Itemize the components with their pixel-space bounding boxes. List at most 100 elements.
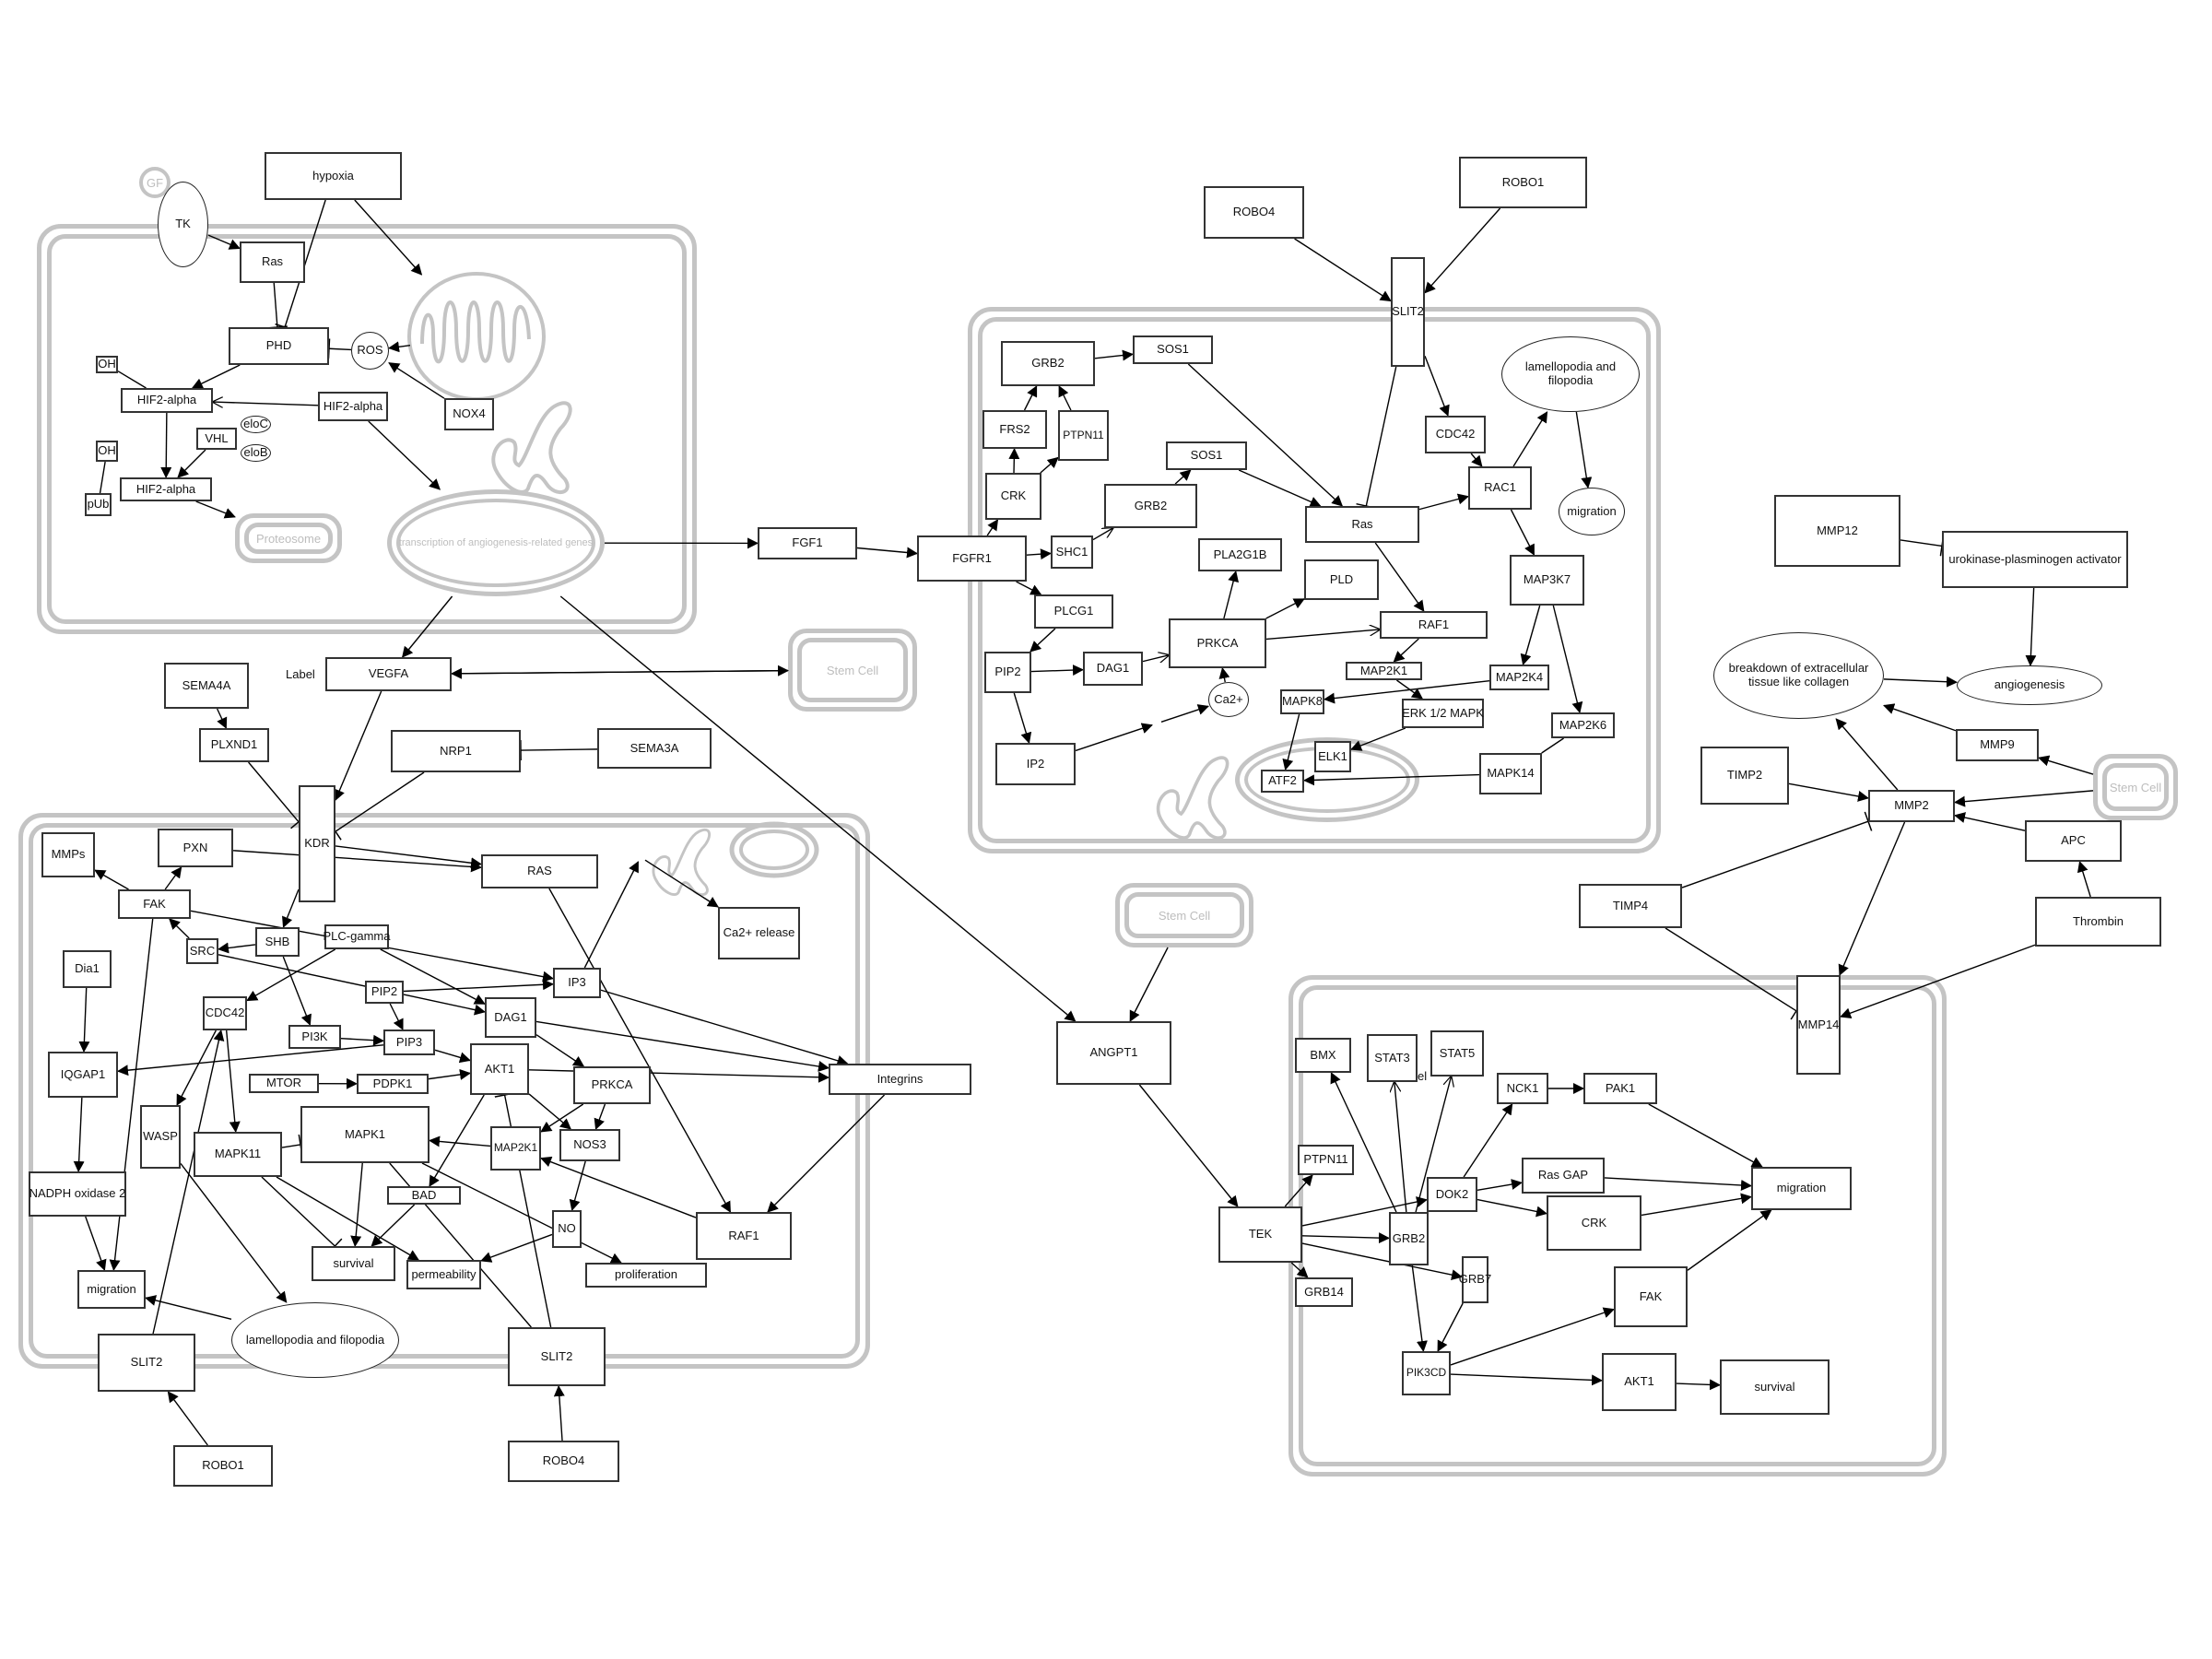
node-dok2[interactable]: DOK2 (1427, 1177, 1477, 1212)
node-akt1-k[interactable]: AKT1 (470, 1043, 529, 1095)
node-robo1-t[interactable]: ROBO1 (1459, 157, 1587, 208)
node-pla2g1b[interactable]: PLA2G1B (1198, 538, 1282, 571)
node-lamello-l[interactable]: lamellopodia and filopodia (231, 1302, 399, 1378)
node-atf2[interactable]: ATF2 (1261, 770, 1304, 793)
stem-cell-2[interactable]: Stem Cell (1115, 883, 1253, 947)
node-hypoxia[interactable]: hypoxia (265, 152, 402, 200)
node-mapk14[interactable]: MAPK14 (1479, 753, 1542, 794)
node-permeability[interactable]: permeability (406, 1260, 481, 1289)
node-prkca-f[interactable]: PRKCA (1169, 618, 1266, 668)
node-tk[interactable]: TK (158, 182, 208, 267)
node-cdc42-k[interactable]: CDC42 (203, 996, 247, 1030)
node-vegfa[interactable]: VEGFA (325, 657, 452, 691)
node-migration-t[interactable]: migration (1751, 1167, 1852, 1210)
node-elob[interactable]: eloB (241, 444, 271, 462)
node-crk-f[interactable]: CRK (985, 473, 1041, 520)
node-ros[interactable]: ROS (351, 332, 389, 370)
node-fak-t[interactable]: FAK (1614, 1266, 1688, 1327)
node-upa[interactable]: urokinase-plasminogen activator (1942, 531, 2128, 588)
node-wasp[interactable]: WASP (140, 1105, 181, 1169)
node-robo4-l[interactable]: ROBO4 (508, 1441, 619, 1482)
node-eloc[interactable]: eloC (241, 416, 271, 433)
node-cdc42-f[interactable]: CDC42 (1425, 416, 1486, 453)
node-ip3[interactable]: IP3 (553, 968, 601, 998)
node-phd[interactable]: PHD (229, 327, 329, 365)
node-grb2-t[interactable]: GRB2 (1389, 1212, 1429, 1265)
node-survival-k[interactable]: survival (312, 1246, 395, 1281)
node-ras-h[interactable]: Ras (240, 241, 305, 283)
node-angiogenesis[interactable]: angiogenesis (1957, 665, 2102, 705)
node-src[interactable]: SRC (186, 938, 218, 964)
node-dia1[interactable]: Dia1 (63, 950, 112, 988)
node-raf1-f[interactable]: RAF1 (1380, 611, 1488, 639)
node-ptpn11-f[interactable]: PTPN11 (1058, 410, 1109, 461)
node-sema3a[interactable]: SEMA3A (597, 728, 712, 769)
node-slit2-t[interactable]: SLIT2 (1391, 257, 1425, 367)
node-thrombin[interactable]: Thrombin (2035, 897, 2161, 947)
node-shc1[interactable]: SHC1 (1051, 535, 1093, 569)
node-oh2[interactable]: OH (96, 441, 118, 462)
node-kdr[interactable]: KDR (299, 785, 335, 902)
node-nrp1[interactable]: NRP1 (391, 730, 521, 772)
node-iqgap1[interactable]: IQGAP1 (48, 1052, 118, 1098)
node-survival-t[interactable]: survival (1720, 1359, 1830, 1415)
node-mmp9[interactable]: MMP9 (1956, 729, 2039, 761)
node-robo1-l[interactable]: ROBO1 (173, 1445, 273, 1487)
node-prkca-k[interactable]: PRKCA (573, 1066, 651, 1104)
node-bad[interactable]: BAD (387, 1186, 461, 1205)
node-nos3[interactable]: NOS3 (559, 1129, 620, 1161)
node-dag1-f[interactable]: DAG1 (1083, 652, 1143, 686)
node-mmp14[interactable]: MMP14 (1796, 975, 1841, 1075)
node-pxn[interactable]: PXN (158, 829, 233, 867)
node-ca-release[interactable]: Ca2+ release (718, 907, 800, 959)
node-oh1[interactable]: OH (96, 356, 118, 373)
node-pip2-k[interactable]: PIP2 (365, 981, 404, 1004)
node-pub[interactable]: pUb (85, 493, 112, 516)
node-ras-k[interactable]: RAS (481, 854, 598, 888)
node-timp2[interactable]: TIMP2 (1700, 747, 1789, 805)
node-map2k1-f[interactable]: MAP2K1 (1346, 662, 1422, 680)
node-mtor[interactable]: MTOR (249, 1074, 319, 1093)
node-sos1-a[interactable]: SOS1 (1133, 335, 1213, 364)
node-migration-f[interactable]: migration (1559, 488, 1625, 535)
node-pip2-f[interactable]: PIP2 (984, 652, 1031, 693)
node-fgf1[interactable]: FGF1 (758, 527, 857, 559)
node-ptpn11-t[interactable]: PTPN11 (1298, 1145, 1354, 1175)
node-fak-l[interactable]: FAK (118, 889, 191, 919)
node-tek[interactable]: TEK (1218, 1206, 1302, 1263)
node-erk[interactable]: ERK 1/2 MAPK (1402, 699, 1484, 728)
node-stat5[interactable]: STAT5 (1430, 1030, 1484, 1077)
node-grb2-b[interactable]: GRB2 (1104, 484, 1197, 528)
node-vhl[interactable]: VHL (196, 428, 237, 450)
node-plcg1[interactable]: PLCG1 (1034, 594, 1113, 629)
node-plcg[interactable]: PLC-gamma (324, 924, 390, 949)
node-map2k4[interactable]: MAP2K4 (1489, 665, 1549, 690)
node-robo4-t[interactable]: ROBO4 (1204, 186, 1304, 239)
node-dag1-k[interactable]: DAG1 (485, 997, 536, 1038)
node-pld[interactable]: PLD (1304, 559, 1379, 600)
node-mapk8[interactable]: MAPK8 (1280, 689, 1324, 714)
node-elk1[interactable]: ELK1 (1314, 741, 1351, 772)
node-raf1-k[interactable]: RAF1 (696, 1212, 792, 1260)
node-proliferation[interactable]: proliferation (585, 1263, 707, 1288)
node-pip3[interactable]: PIP3 (383, 1030, 435, 1055)
node-map3k7[interactable]: MAP3K7 (1510, 555, 1584, 606)
node-ca2[interactable]: Ca2+ (1208, 682, 1249, 717)
node-no[interactable]: NO (552, 1210, 582, 1248)
stem-cell-1[interactable]: Stem Cell (788, 629, 917, 712)
node-ip2[interactable]: IP2 (995, 743, 1076, 785)
node-ras-f[interactable]: Ras (1305, 506, 1419, 543)
node-lamello-r[interactable]: lamellopodia and filopodia (1501, 336, 1640, 412)
node-nck1[interactable]: NCK1 (1497, 1073, 1548, 1104)
node-slit2-m[interactable]: SLIT2 (508, 1327, 606, 1386)
node-pik3cd[interactable]: PIK3CD (1402, 1351, 1451, 1395)
node-breakdown[interactable]: breakdown of extracellular tissue like c… (1713, 632, 1884, 719)
node-mmps[interactable]: MMPs (41, 832, 95, 877)
node-rasgap[interactable]: Ras GAP (1522, 1158, 1605, 1194)
node-pdpk1[interactable]: PDPK1 (357, 1074, 429, 1094)
node-rac1[interactable]: RAC1 (1468, 466, 1532, 510)
node-mapk11[interactable]: MAPK11 (194, 1132, 282, 1177)
node-angpt1[interactable]: ANGPT1 (1056, 1021, 1171, 1085)
node-slit2-l[interactable]: SLIT2 (98, 1334, 195, 1392)
stem-cell-3[interactable]: Stem Cell (2093, 754, 2178, 820)
